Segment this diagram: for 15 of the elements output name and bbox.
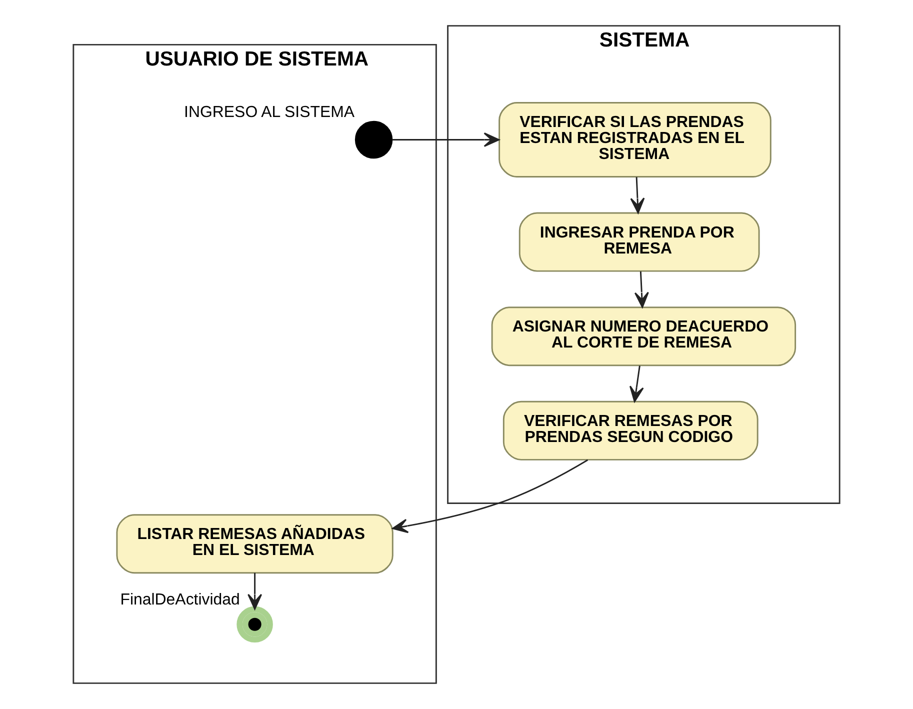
arrow	[392, 459, 588, 534]
arrow	[630, 177, 645, 214]
node-box: VERIFICAR REMESAS POR PRENDAS SEGUN CODIGO	[502, 400, 758, 460]
node-circle	[236, 606, 273, 643]
arrow	[634, 271, 649, 308]
arrow	[629, 366, 644, 402]
arrow	[248, 572, 262, 610]
node-box: VERIFICAR SI LAS PRENDAS ESTAN REGISTRADAS EN EL SISTEMA	[498, 102, 772, 178]
node-box: LISTAR REMESAS AÑADIDAS EN EL SISTEMA	[116, 514, 394, 574]
node-box: INGRESAR PRENDA POR REMESA	[518, 212, 760, 272]
node-label: FinalDeActividad	[120, 592, 240, 609]
node-label: INGRESO AL SISTEMA	[184, 104, 355, 121]
arrow	[392, 132, 500, 147]
node-circle	[354, 120, 393, 159]
node-box: ASIGNAR NUMERO DEACUERDO AL CORTE DE REMESA	[491, 306, 796, 366]
